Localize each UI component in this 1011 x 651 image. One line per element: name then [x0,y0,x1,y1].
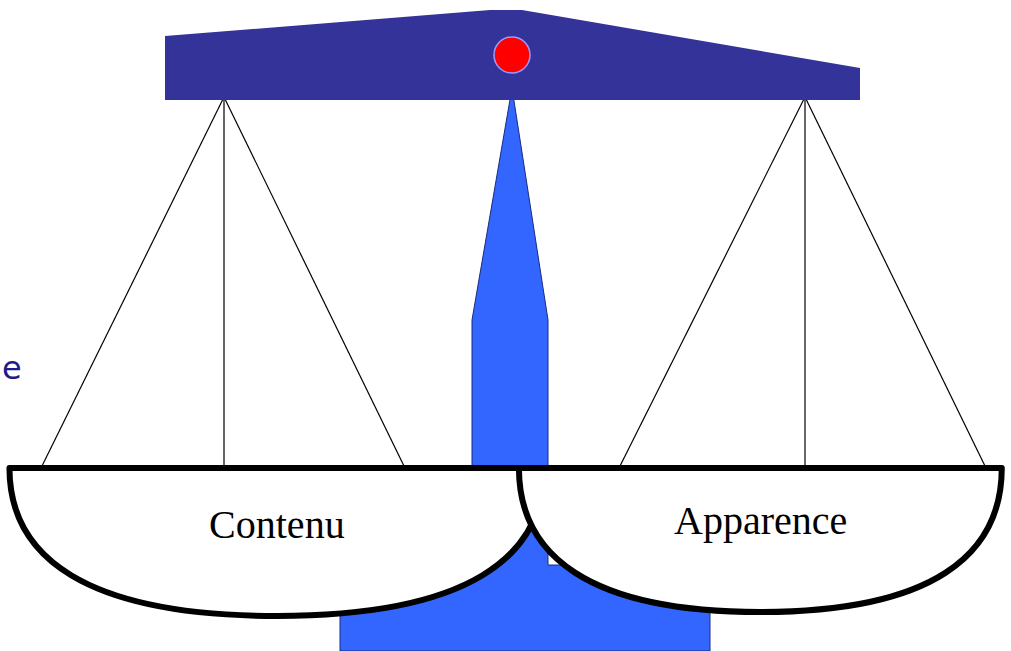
scale-pan: Contenu [4,465,550,619]
pan-label: Contenu [4,503,550,547]
scale-beam [165,10,860,100]
pivot-dot [494,37,530,73]
pan-label: Apparence [514,499,1007,543]
scale-pan: Apparence [514,465,1007,615]
cut-off-text: e [2,352,22,384]
